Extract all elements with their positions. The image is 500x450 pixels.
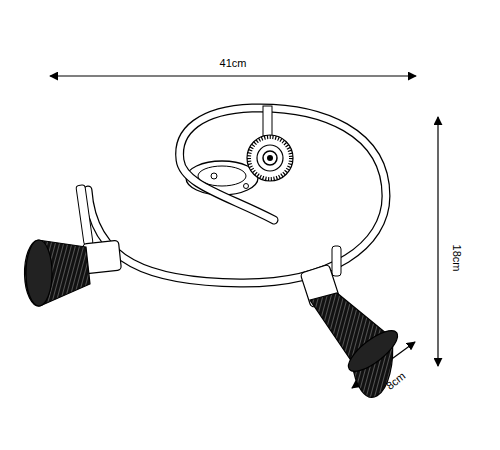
right-spotlight <box>300 246 403 397</box>
width-dimension-label: 41cm <box>220 58 247 69</box>
spiral-arm <box>88 108 386 283</box>
height-dimension-label: 18cm <box>451 245 462 272</box>
left-spotlight <box>25 185 122 306</box>
width-dimension-line <box>50 75 416 76</box>
height-dimension-line <box>437 117 438 366</box>
top-spotlight <box>247 106 293 181</box>
